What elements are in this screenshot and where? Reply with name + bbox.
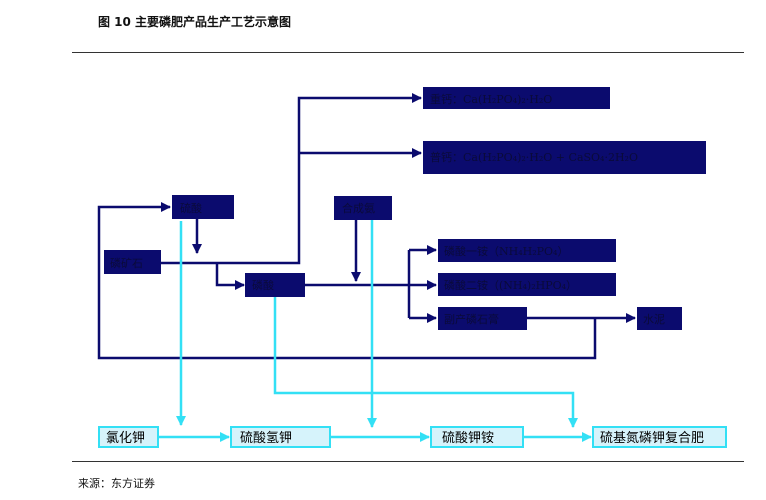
svg-text:磷酸: 磷酸 (252, 278, 274, 292)
svg-text:副产磷石膏: 副产磷石膏 (444, 312, 499, 326)
svg-text:硫酸氢钾: 硫酸氢钾 (240, 431, 292, 446)
node-sulfuric-acid: 硫酸 (172, 195, 234, 219)
node-dap: 磷酸二铵（(NH₄)₂HPO₄） (438, 273, 616, 296)
node-phosphate-rock: 磷矿石 (104, 250, 161, 274)
svg-text:重钙：Ca(H₂PO₄)₂·H₂O: 重钙：Ca(H₂PO₄)₂·H₂O (430, 92, 552, 106)
svg-text:硫基氮磷钾复合肥: 硫基氮磷钾复合肥 (600, 431, 704, 446)
node-ammonia: 合成氨 (334, 196, 392, 220)
node-npk-compound-fertilizer: 硫基氮磷钾复合肥 (592, 426, 727, 448)
node-phosphoric-acid: 磷酸 (245, 273, 305, 297)
arrow-recycle-acid (97, 202, 597, 360)
svg-text:硫酸钾铵: 硫酸钾铵 (442, 431, 494, 446)
node-superphosphate: 普钙：Ca(H₂PO₄)₂·H₂O + CaSO₄·2H₂O (423, 141, 706, 174)
top-rule (72, 52, 744, 53)
figure-title: 图 10 主要磷肥产品生产工艺示意图 (98, 15, 292, 29)
arrow-to-phosacid (215, 263, 245, 290)
svg-text:氯化钾: 氯化钾 (106, 431, 145, 446)
source-note: 来源：东方证券 (78, 477, 155, 490)
node-phosphogypsum: 副产磷石膏 (438, 307, 527, 330)
node-superphosphate-triple: 重钙：Ca(H₂PO₄)₂·H₂O (423, 87, 610, 109)
svg-text:磷酸二铵（(NH₄)₂HPO₄）: 磷酸二铵（(NH₄)₂HPO₄） (444, 278, 577, 292)
svg-text:硫酸: 硫酸 (180, 201, 202, 215)
svg-text:普钙：Ca(H₂PO₄)₂·H₂O + CaSO₄·2H₂O: 普钙：Ca(H₂PO₄)₂·H₂O + CaSO₄·2H₂O (430, 150, 638, 164)
bottom-rule (72, 461, 744, 462)
node-potassium-chloride: 氯化钾 (98, 426, 159, 448)
node-cement: 水泥 (637, 307, 682, 330)
arrow-rock-to-n1 (161, 93, 422, 265)
svg-text:合成氨: 合成氨 (342, 201, 375, 215)
node-potassium-bisulfate: 硫酸氢钾 (230, 426, 331, 448)
cyan-phosacid-to-npk (273, 297, 578, 428)
svg-text:水泥: 水泥 (643, 313, 665, 326)
svg-text:磷矿石: 磷矿石 (110, 257, 143, 270)
node-potassium-ammonium-sulfate: 硫酸钾铵 (430, 426, 524, 448)
svg-text:磷酸一铵（NH₄H₂PO₄）: 磷酸一铵（NH₄H₂PO₄） (444, 244, 568, 258)
node-map: 磷酸一铵（NH₄H₂PO₄） (438, 239, 616, 262)
